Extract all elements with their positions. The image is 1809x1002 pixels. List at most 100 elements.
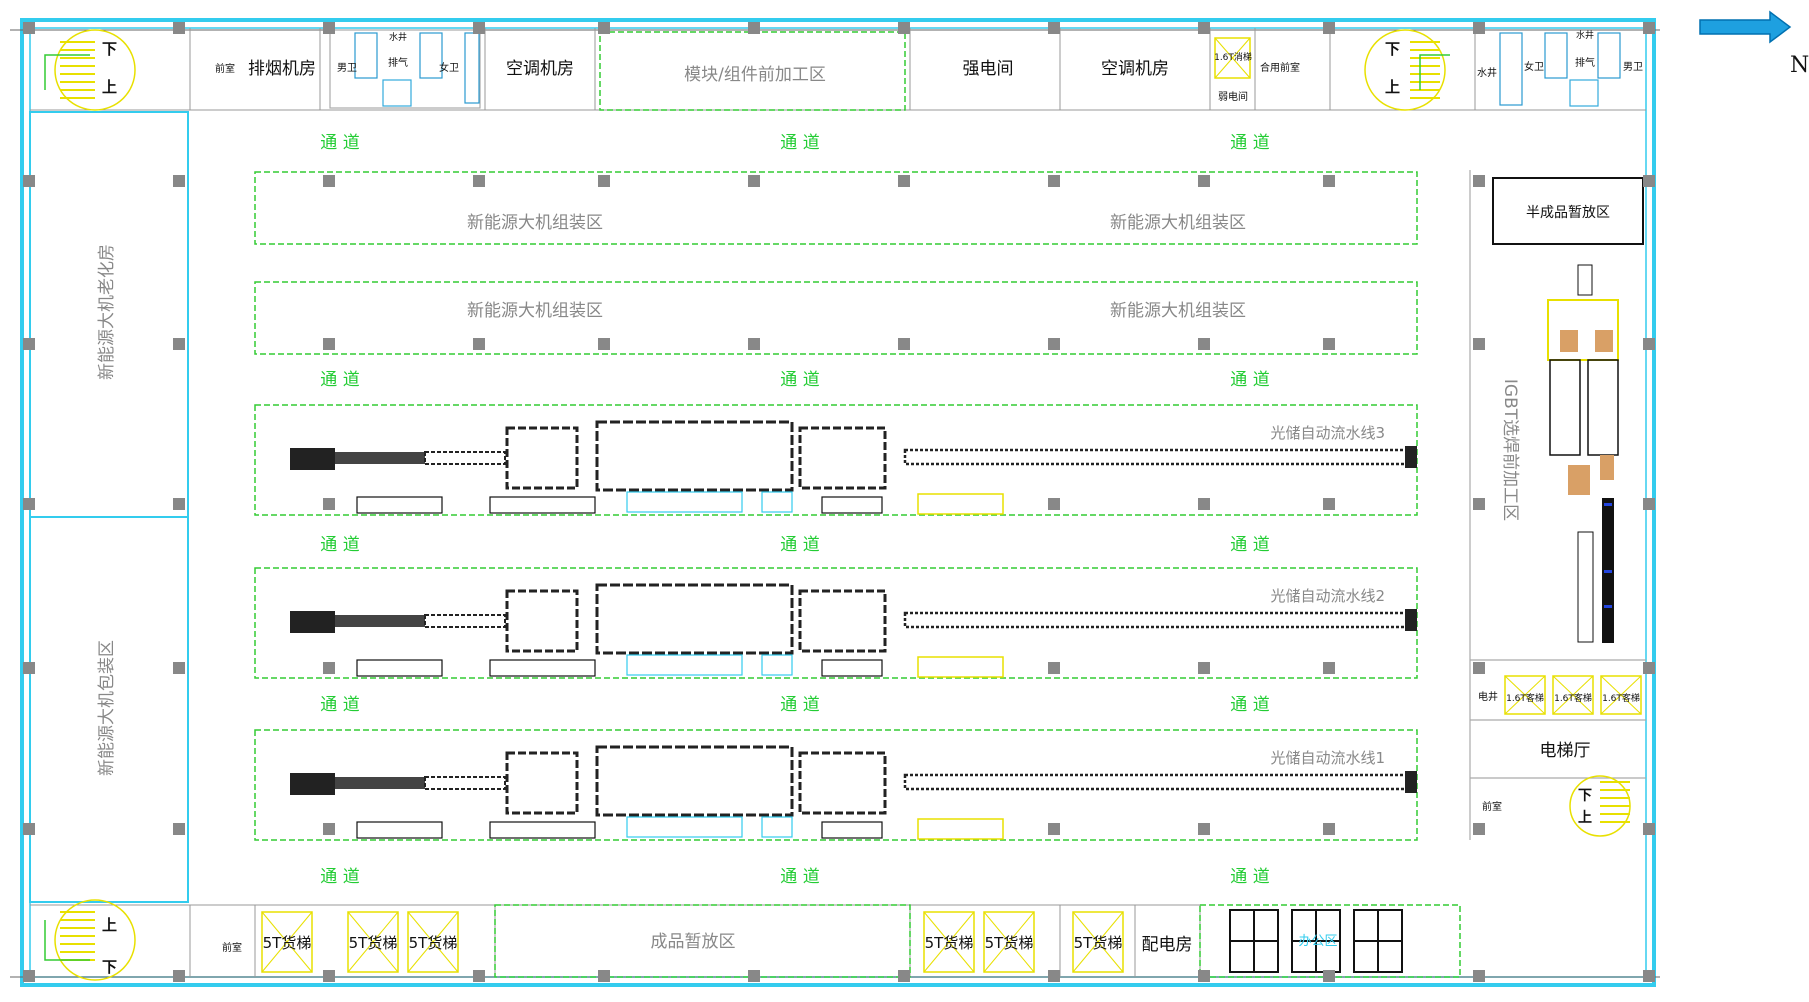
left-wing-walls: [29, 111, 189, 903]
corridor-label: 通 道: [320, 867, 359, 887]
line-1-label: 光储自动流水线1: [1270, 749, 1385, 767]
passenger-elevator-3: 1.6T客梯: [1600, 675, 1642, 715]
distribution-room-label: 配电房: [1142, 935, 1193, 955]
corridor-label: 通 道: [320, 695, 359, 715]
passenger-elevator-3-label: 1.6T客梯: [1602, 692, 1640, 704]
freight-elevator-3: 5T货梯: [407, 911, 459, 973]
finished-storage-zone-outline: [494, 904, 911, 978]
assembly-zone-label-4: 新能源大机组装区: [1110, 301, 1246, 321]
ac-room-2-label: 空调机房: [1101, 59, 1169, 79]
stair-se-down: 下: [1578, 788, 1592, 804]
module-prep-label: 模块/组件前加工区: [684, 65, 826, 85]
aging-room-label: 新能源大机老化房: [97, 244, 117, 380]
fire-elevator: [1214, 37, 1251, 79]
production-line-1: 光储自动流水线1: [254, 729, 1418, 841]
fire-elevator-label: 1.6T消梯: [1214, 51, 1252, 63]
office-desks: [1229, 909, 1403, 973]
line-2-label: 光储自动流水线2: [1270, 587, 1385, 605]
passenger-elevator-1: 1.6T客梯: [1504, 675, 1546, 715]
ac-room-1-label: 空调机房: [506, 59, 574, 79]
male-wc-ne-label: 男卫: [1623, 61, 1643, 73]
north-arrow: N: [1699, 10, 1809, 78]
freight-elevator-2: 5T货梯: [347, 911, 399, 973]
stair-se-up: 上: [1578, 810, 1592, 826]
assembly-zone-label-2: 新能源大机组装区: [1110, 213, 1246, 233]
production-line-3: 光储自动流水线3: [254, 404, 1418, 516]
stair-se: 下 上: [1569, 775, 1631, 837]
corridor-label: 通 道: [1230, 370, 1269, 390]
corridor-label: 通 道: [1230, 133, 1269, 153]
water-well-ne-label: 水井: [1477, 66, 1497, 79]
male-wc-nw-label: 男卫: [337, 62, 357, 74]
igbt-area-label: IGBT选焊前加工区: [1500, 379, 1520, 521]
corridor-label: 通 道: [1230, 695, 1269, 715]
line-3-label: 光储自动流水线3: [1270, 424, 1385, 442]
corridor-label: 通 道: [320, 133, 359, 153]
elevator-hall-label: 电梯厅: [1540, 741, 1591, 761]
exhaust-nw-label: 排气: [388, 56, 408, 69]
semi-finished-zone: [1492, 177, 1644, 245]
office-label: 办公区: [1298, 934, 1337, 949]
stair-nw-up: 上: [102, 78, 117, 96]
corridor-label: 通 道: [1230, 867, 1269, 887]
corridor-label: 通 道: [780, 133, 819, 153]
freight-elevator-1-label: 5T货梯: [263, 934, 312, 952]
elec-well-label: 电井: [1478, 690, 1498, 703]
female-wc-ne-label: 女卫: [1524, 60, 1544, 73]
stair-ne: 下 上: [1364, 29, 1450, 111]
passenger-elevator-1-label: 1.6T客梯: [1506, 692, 1544, 704]
packing-area-label: 新能源大机包装区: [97, 640, 117, 776]
stair-sw-down: 下: [102, 958, 117, 976]
stair-nw-down: 下: [102, 40, 117, 58]
stair-nw: 下 上: [44, 29, 136, 111]
corridor-label: 通 道: [320, 535, 359, 555]
anteroom-se-label: 前室: [1482, 800, 1502, 813]
water-well-ne-2-label: 水井: [1576, 29, 1594, 41]
corridor-label: 通 道: [780, 867, 819, 887]
freight-elevator-6-label: 5T货梯: [1074, 934, 1123, 952]
freight-elevator-6: 5T货梯: [1072, 911, 1124, 973]
washroom-cluster-ne: [1499, 32, 1621, 107]
stair-sw-up: 上: [102, 916, 117, 934]
exhaust-ne-label: 排气: [1575, 56, 1595, 69]
right-wing-walls: [1469, 170, 1646, 840]
structural-columns: [23, 22, 1655, 982]
anteroom-sw-label: 前室: [222, 941, 242, 954]
freight-elevator-3-label: 5T货梯: [409, 934, 458, 952]
smoke-exhaust-room-label: 排烟机房: [248, 59, 316, 79]
semi-finished-label: 半成品暂放区: [1526, 205, 1610, 221]
corridor-label: 通 道: [780, 695, 819, 715]
corridor-label: 通 道: [780, 535, 819, 555]
freight-elevator-4-label: 5T货梯: [925, 934, 974, 952]
corridor-label: 通 道: [780, 370, 819, 390]
igbt-soldering-equipment: [1547, 264, 1619, 643]
stair-ne-up: 上: [1385, 78, 1400, 96]
freight-elevator-5: 5T货梯: [983, 911, 1035, 973]
assembly-zones: [254, 171, 1418, 355]
anteroom-nw-label: 前室: [215, 62, 235, 75]
female-wc-nw-label: 女卫: [439, 61, 459, 74]
north-label: N: [1790, 53, 1809, 78]
assembly-zone-label-1: 新能源大机组装区: [467, 213, 603, 233]
water-well-nw-label: 水井: [389, 31, 407, 43]
stair-sw: 上 下: [44, 899, 136, 981]
freight-elevator-5-label: 5T货梯: [985, 934, 1034, 952]
freight-elevator-4: 5T货梯: [923, 911, 975, 973]
strong-power-room-label: 强电间: [963, 59, 1014, 79]
freight-elevator-1: 5T货梯: [261, 911, 313, 973]
shared-anteroom-label: 合用前室: [1260, 61, 1300, 74]
assembly-zone-label-3: 新能源大机组装区: [467, 301, 603, 321]
module-prep-zone-outline: [599, 31, 906, 111]
stair-ne-down: 下: [1385, 40, 1400, 58]
freight-elevator-2-label: 5T货梯: [349, 934, 398, 952]
corridor-label: 通 道: [1230, 535, 1269, 555]
weak-power-room-label: 弱电间: [1218, 90, 1248, 103]
corridor-labels: 通 道 通 道 通 道 通 道 通 道 通 道 通 道 通 道 通 道 通 道 …: [320, 133, 1269, 887]
passenger-elevator-2: 1.6T客梯: [1552, 675, 1594, 715]
washroom-cluster-nw: [329, 29, 481, 109]
production-line-2: 光储自动流水线2: [254, 567, 1418, 679]
finished-storage-label: 成品暂放区: [651, 932, 736, 952]
corridor-label: 通 道: [320, 370, 359, 390]
passenger-elevator-2-label: 1.6T客梯: [1554, 692, 1592, 704]
